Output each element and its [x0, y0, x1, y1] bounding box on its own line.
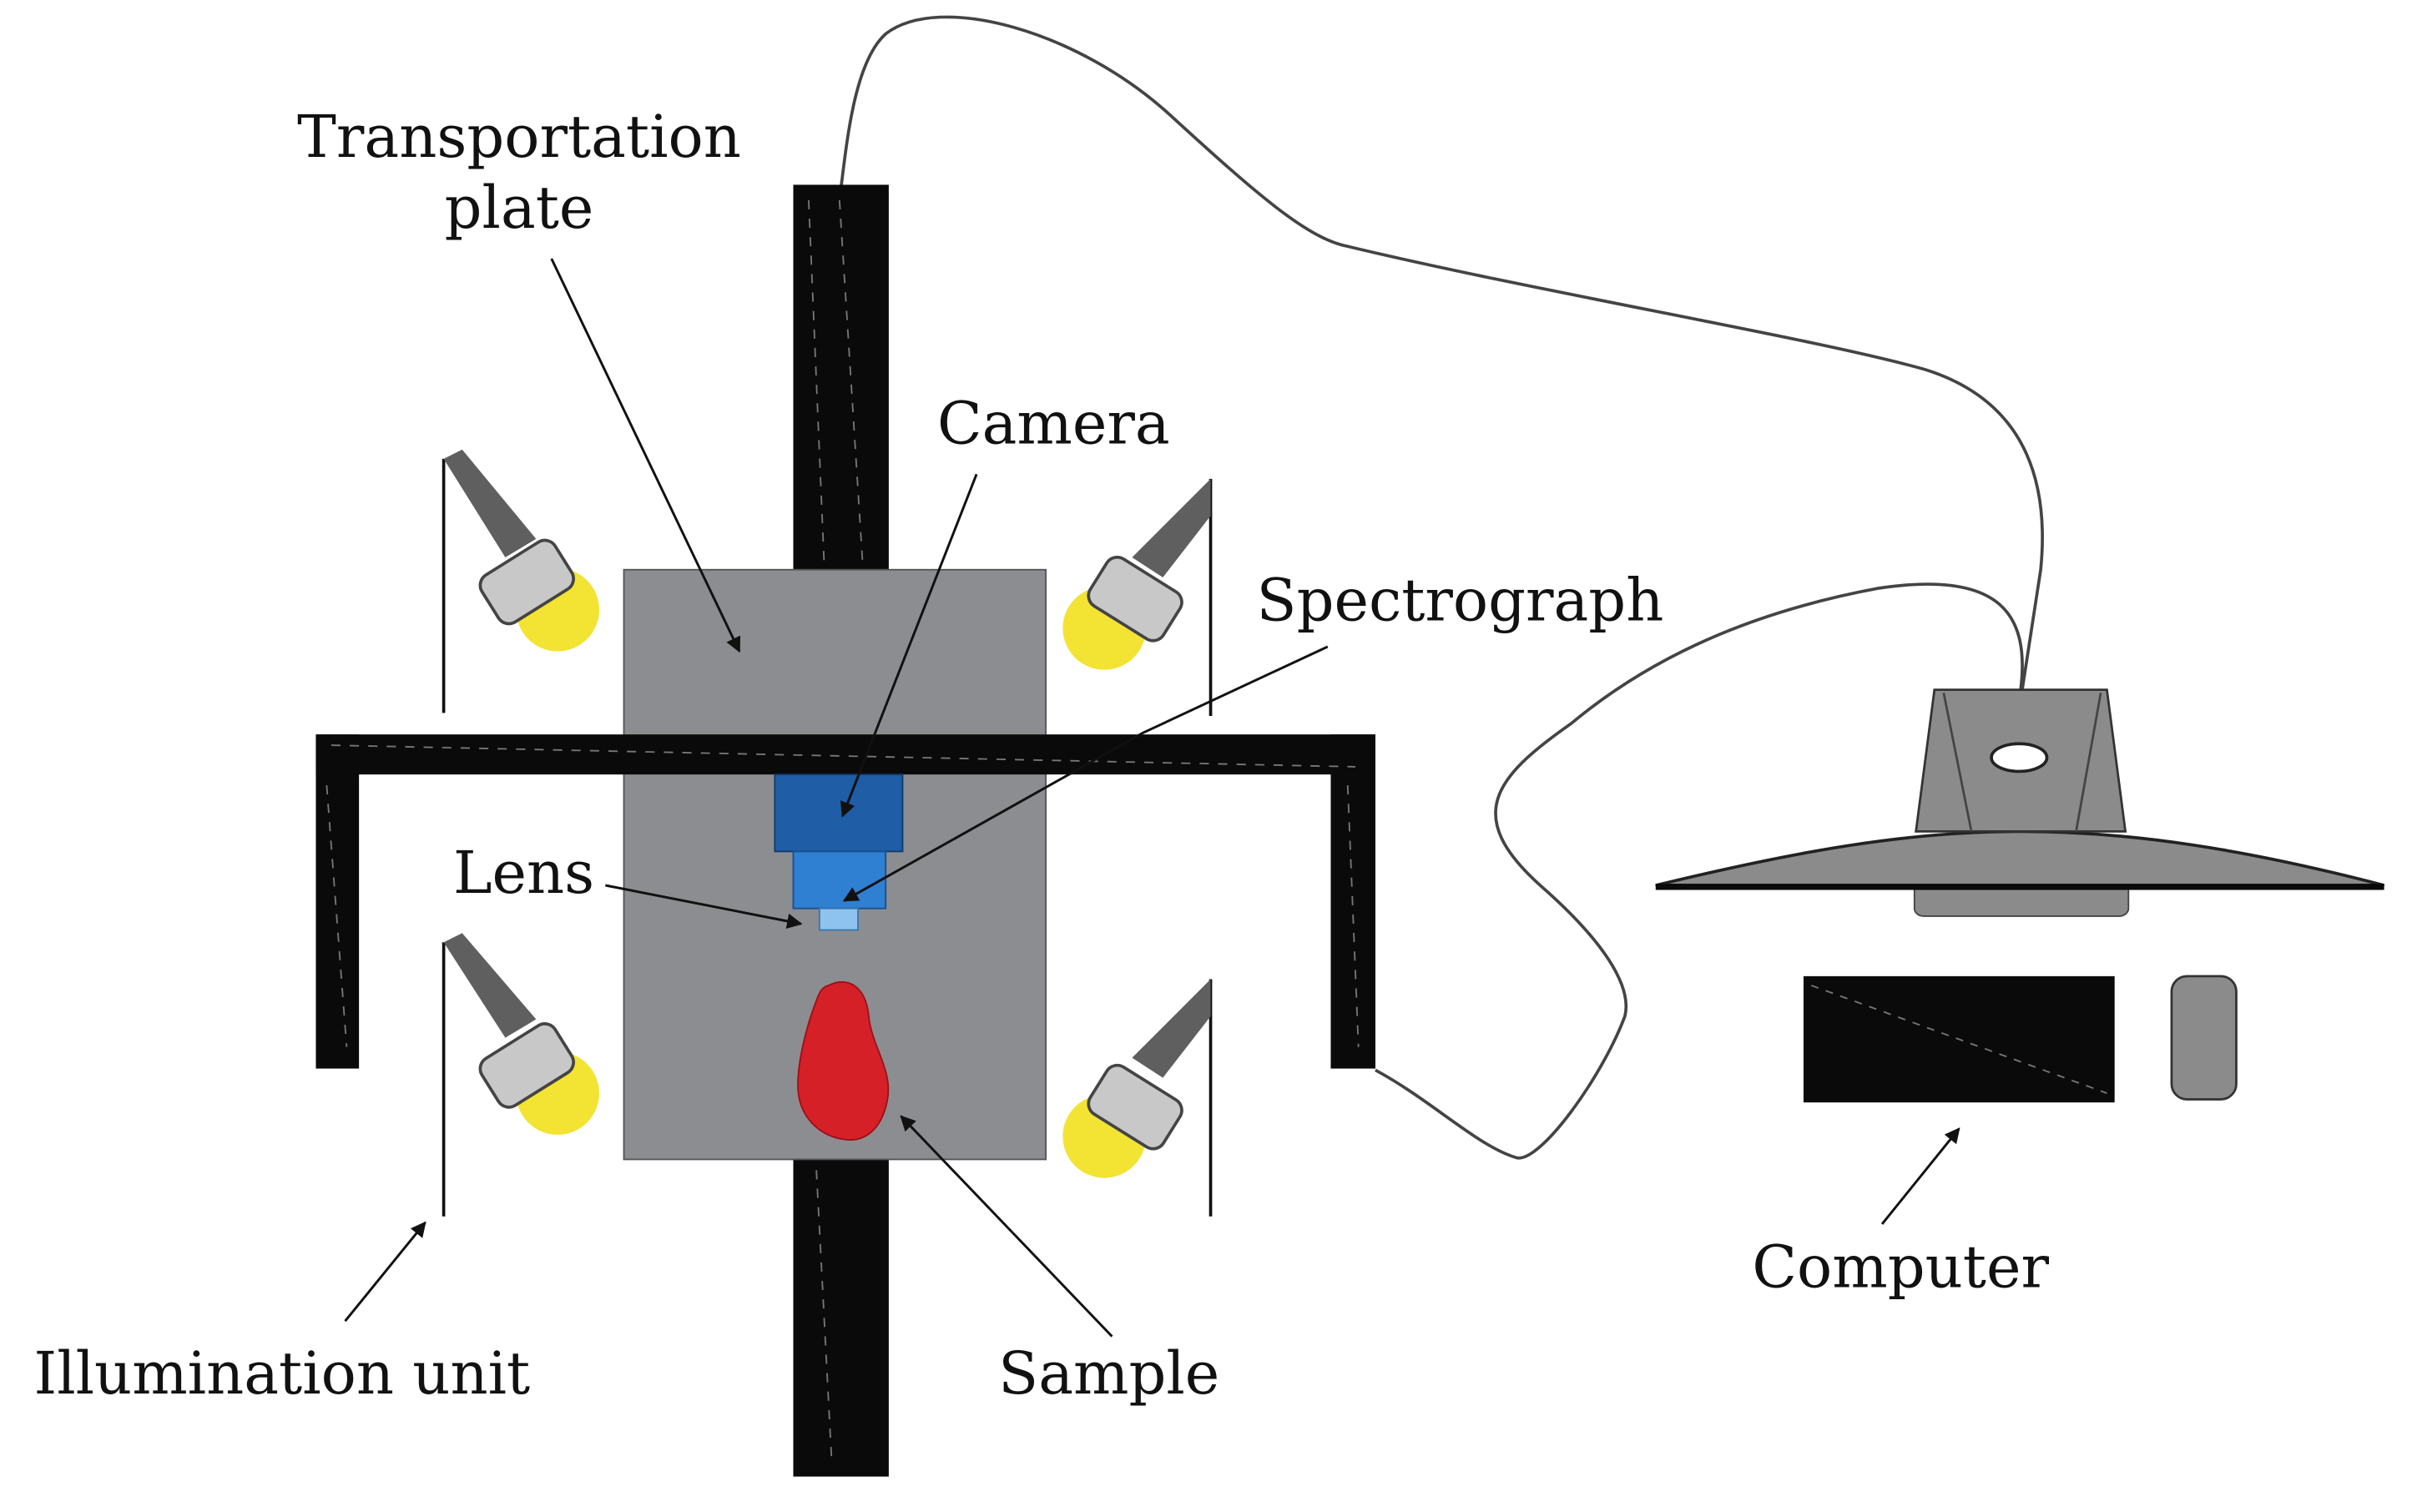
illumination-unit-arrow: [344, 1221, 426, 1323]
computer-label: Computer: [1752, 1233, 2049, 1302]
lamp-bottom-right: [1062, 979, 1213, 1217]
camera-label: Camera: [937, 389, 1170, 457]
frame: [315, 734, 1375, 1069]
lens-arrow: [605, 884, 803, 929]
sample-arrow: [900, 1115, 1113, 1338]
keyboard-icon: [1803, 975, 2115, 1103]
monitor-icon: [1655, 688, 2385, 917]
camera-body: [774, 774, 904, 853]
camera-arrow: [840, 473, 978, 818]
spectrograph-label: Spectrograph: [1257, 567, 1664, 635]
computer-arrow: [1880, 1127, 1960, 1225]
lens: [818, 907, 859, 931]
lamp-top-right: [1062, 478, 1213, 717]
camera-cable: [839, 15, 2044, 690]
spectrograph-body: [792, 850, 887, 910]
frame-cable: [1375, 582, 2024, 1160]
lamp-bottom-left: [442, 933, 599, 1217]
lamp-top-left: [442, 449, 599, 713]
vertical-rail: [793, 184, 889, 1477]
sample-label: Sample: [998, 1339, 1219, 1408]
sample: [797, 981, 890, 1141]
transportation-plate-arrow: [550, 258, 741, 653]
spectrograph-arrow: [842, 645, 1329, 902]
transportation-plate-label: Transportation: [297, 103, 741, 171]
illumination-unit-label: Illumination unit: [34, 1339, 531, 1408]
mouse-icon: [2170, 975, 2238, 1101]
transportation-plate-label-line2: plate: [445, 174, 594, 242]
lens-label: Lens: [453, 839, 594, 907]
